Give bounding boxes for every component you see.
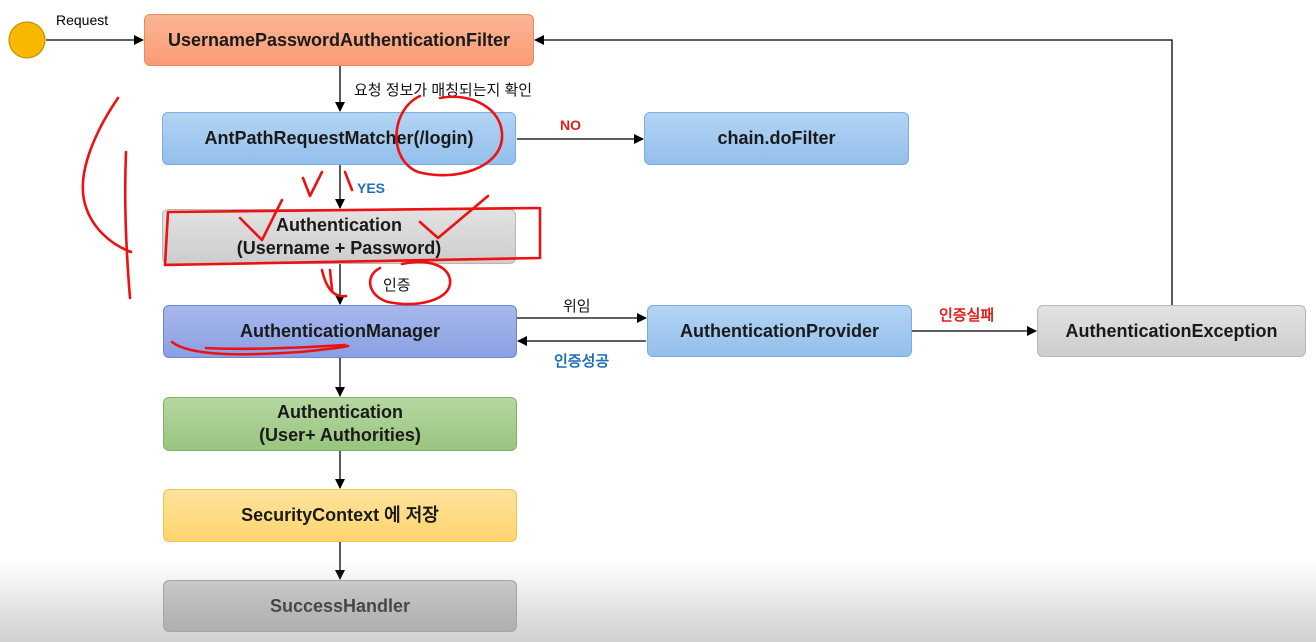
auth-result-line1: Authentication bbox=[277, 402, 403, 422]
request-label: Request bbox=[56, 12, 109, 28]
auth-result-line2: (User+ Authorities) bbox=[259, 425, 421, 445]
edge-label-delegate: 위임 bbox=[563, 298, 591, 315]
security-context-node: SecurityContext 에 저장 bbox=[163, 489, 517, 542]
exception-node: AuthenticationException bbox=[1037, 305, 1306, 357]
arrow-exception-to-filter bbox=[534, 35, 1173, 305]
success-handler-node: SuccessHandler bbox=[163, 580, 517, 632]
success-handler-label: SuccessHandler bbox=[269, 595, 411, 616]
edge-label-auth-fail: 인증실패 bbox=[939, 307, 995, 324]
auth-token-line1: Authentication bbox=[276, 214, 402, 235]
security-context-label: SecurityContext 에 저장 bbox=[241, 505, 439, 525]
exception-node-label: AuthenticationException bbox=[1065, 320, 1278, 341]
edge-label-authenticate: 인증 bbox=[383, 277, 411, 294]
edge-label-auth-success: 인증성공 bbox=[554, 353, 610, 370]
manager-node-label: AuthenticationManager bbox=[239, 321, 440, 341]
edge-label-yes: YES bbox=[357, 180, 386, 196]
auth-token-node: Authentication (Username + Password) bbox=[162, 209, 516, 264]
edge-label-check-match: 요청 정보가 매칭되는지 확인 bbox=[354, 82, 533, 99]
filter-node-label: UsernamePasswordAuthenticationFilter bbox=[167, 29, 511, 50]
matcher-node-label: AntPathRequestMatcher(/login) bbox=[204, 128, 474, 148]
manager-node: AuthenticationManager bbox=[163, 305, 517, 358]
request-start-circle bbox=[8, 21, 46, 59]
chain-dofilter-node: chain.doFilter bbox=[644, 112, 909, 165]
matcher-node: AntPathRequestMatcher(/login) bbox=[162, 112, 516, 165]
provider-node: AuthenticationProvider bbox=[647, 305, 912, 357]
chain-dofilter-label: chain.doFilter bbox=[717, 128, 836, 148]
filter-node: UsernamePasswordAuthenticationFilter bbox=[144, 14, 534, 66]
auth-result-node: Authentication (User+ Authorities) bbox=[163, 397, 517, 451]
auth-token-line2: (Username + Password) bbox=[236, 237, 442, 258]
provider-node-label: AuthenticationProvider bbox=[679, 320, 880, 341]
edge-label-no: NO bbox=[560, 117, 581, 133]
